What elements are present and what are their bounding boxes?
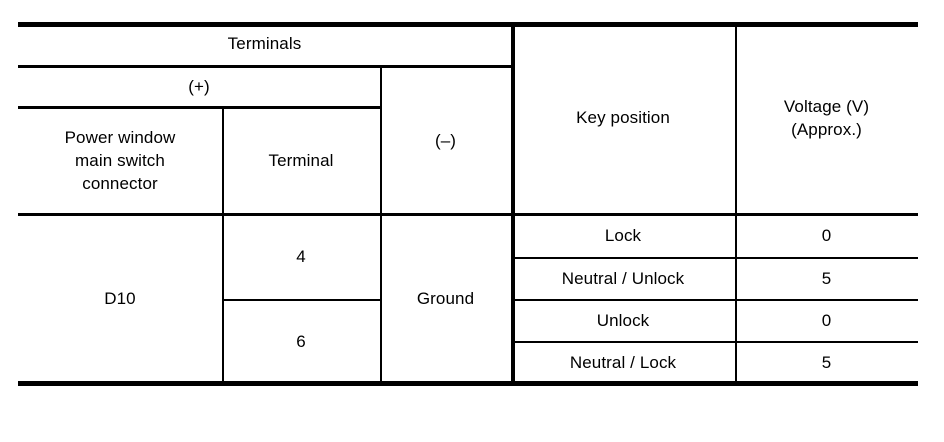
header-plus-group: (+) [188, 77, 210, 97]
body-connector-value: D10 [104, 289, 136, 309]
body-terminal-value-2: 6 [296, 331, 306, 351]
table-top-border [18, 22, 918, 27]
rule-col-connector-terminal [222, 108, 224, 384]
rule-body-row-3 [511, 341, 918, 343]
specification-table: Terminals (+) (–) Power window main swit… [18, 22, 918, 386]
body-key-position-1: Lock [604, 226, 642, 246]
header-terminal-column: Terminal [268, 151, 334, 171]
header-key-position-column: Key position [576, 108, 670, 128]
rule-terminal-split [222, 299, 380, 301]
rule-under-terminals [18, 65, 511, 68]
body-voltage-2: 5 [821, 268, 832, 288]
body-terminal-value-1: 4 [296, 247, 306, 267]
body-key-position-3: Unlock [596, 310, 650, 330]
rule-col-terminals-key [511, 22, 515, 386]
body-voltage-1: 0 [821, 226, 832, 246]
rule-header-body-divider [18, 213, 918, 216]
header-terminals-group: Terminals [227, 34, 302, 54]
body-voltage-3: 0 [821, 310, 832, 330]
rule-col-plus-minus [380, 67, 382, 384]
rule-under-plus-group [18, 106, 380, 109]
body-key-position-4: Neutral / Lock [569, 352, 677, 372]
header-minus-group: (–) [434, 130, 457, 150]
body-ground-value: Ground [416, 289, 475, 309]
rule-body-row-1 [511, 257, 918, 259]
header-voltage-column: Voltage (V) (Approx.) [783, 96, 870, 139]
rule-body-row-2 [511, 299, 918, 301]
header-connector-column: Power window main switch connector [64, 128, 176, 193]
body-voltage-4: 5 [821, 352, 832, 372]
rule-col-key-voltage [735, 22, 737, 386]
body-key-position-2: Neutral / Unlock [561, 268, 685, 288]
table-bottom-border [18, 381, 918, 386]
